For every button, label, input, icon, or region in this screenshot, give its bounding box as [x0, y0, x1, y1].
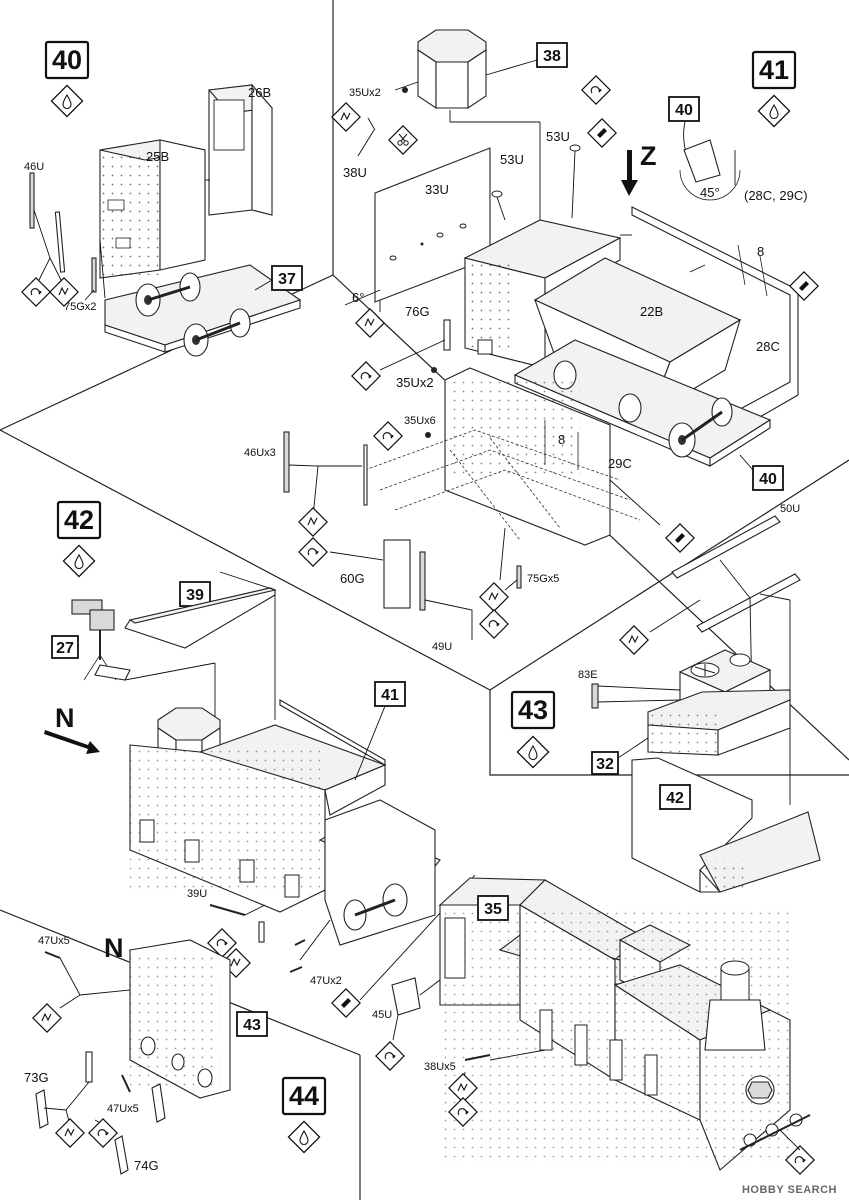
step-43-number: 43 — [518, 695, 548, 725]
ref-27: 27 — [56, 640, 74, 657]
step-44-box: 44 — [281, 1076, 327, 1116]
step-42-box: 42 — [56, 500, 102, 540]
ref-40: 40 — [759, 471, 777, 488]
label-47Ux5-top: 47Ux5 — [38, 935, 70, 947]
wheelset-front — [135, 272, 201, 317]
label-75Gx5: 75Gx5 — [527, 573, 559, 585]
label-46Ux3: 46Ux3 — [244, 447, 276, 459]
step-40-number: 40 — [52, 45, 82, 75]
label-26B: 26B — [248, 85, 271, 100]
view-letter-z: Z — [640, 141, 657, 171]
machine-gun-27 — [71, 599, 131, 681]
view-letter-n-top: N — [55, 703, 75, 733]
label-73G: 73G — [24, 1070, 49, 1085]
wheelset-rear — [183, 308, 251, 357]
label-75Gx2: 75Gx2 — [64, 301, 96, 313]
label-38Ux5: 38Ux5 — [424, 1061, 456, 1073]
step-40-panel: 40 26B 25B — [21, 40, 303, 357]
glue-drop-icon — [757, 94, 791, 128]
ref-41-box: 41 — [374, 681, 406, 707]
roof-32 — [647, 689, 791, 756]
step-42-panel: 42 39 27 N — [44, 500, 476, 1018]
ref-32: 32 — [596, 756, 614, 773]
label-22B: 22B — [640, 304, 663, 319]
assembled-body-41 — [129, 699, 441, 946]
label-35Ux6: 35Ux6 — [404, 415, 436, 427]
ref-37: 37 — [278, 271, 296, 288]
step-41-panel: 41 38 35Ux2 38U 33U — [244, 29, 819, 653]
label-74G: 74G — [134, 1158, 159, 1173]
label-45deg: 45° — [700, 185, 720, 200]
ref-32-box: 32 — [591, 751, 619, 775]
front-plate-43 — [129, 939, 231, 1099]
label-35Ux2: 35Ux2 — [396, 375, 434, 390]
glue-drop-icon — [287, 1120, 321, 1154]
label-35Ux2-top: 35Ux2 — [349, 87, 381, 99]
ref-43-bottom: 43 — [243, 1017, 261, 1034]
part-46U — [29, 172, 35, 229]
label-76G: 76G — [405, 304, 430, 319]
ref-39: 39 — [186, 587, 204, 604]
body-42 — [631, 757, 821, 893]
step-44-number: 44 — [289, 1081, 319, 1111]
ref-35-box: 35 — [477, 895, 509, 921]
label-47Ux5-bottom: 47Ux5 — [107, 1103, 139, 1115]
label-8-mid: 8 — [558, 432, 565, 447]
label-83E: 83E — [578, 669, 598, 681]
ref-39-box: 39 — [179, 581, 211, 607]
ref-41: 41 — [381, 687, 399, 704]
label-28C-29C: (28C, 29C) — [744, 188, 808, 203]
step-42-number: 42 — [64, 505, 94, 535]
label-47Ux2: 47Ux2 — [310, 975, 342, 987]
chassis-37 — [104, 264, 302, 357]
ref-35: 35 — [484, 901, 502, 918]
label-46U: 46U — [24, 161, 44, 173]
ref-27-box: 27 — [51, 635, 79, 659]
label-49U: 49U — [432, 641, 452, 653]
step-44-panel: N 47Ux5 43 44 73G 47Ux5 — [24, 933, 327, 1175]
ref-42-box: 42 — [659, 784, 691, 810]
label-39U: 39U — [187, 888, 207, 900]
watermark: HOBBY SEARCH — [741, 1184, 837, 1196]
label-8-top: 8 — [757, 244, 764, 259]
step-41-box: 41 — [751, 50, 797, 90]
glue-drop-icon — [50, 84, 84, 118]
glue-drop-icon — [62, 544, 96, 578]
label-6deg: 6° — [352, 290, 364, 305]
part-33U: 33U — [374, 147, 491, 303]
part-25B: 25B — [99, 139, 206, 279]
part-26B: 26B — [207, 83, 274, 216]
label-53U-right: 53U — [546, 129, 570, 144]
ref-42: 42 — [666, 790, 684, 807]
step-43-box: 43 — [510, 690, 556, 730]
label-50U: 50U — [780, 503, 800, 515]
ref-43-box: 43 — [236, 1011, 268, 1037]
label-28C: 28C — [756, 339, 780, 354]
label-45U: 45U — [372, 1009, 392, 1021]
label-29C: 29C — [608, 456, 632, 471]
view-letter-n-bottom: N — [104, 933, 124, 963]
ref-40-box: 40 — [752, 465, 784, 491]
ref-40-in-z: 40 — [668, 96, 700, 122]
glue-drop-icon — [516, 735, 550, 769]
grid-guidelines — [364, 429, 641, 541]
ref-40-z: 40 — [675, 102, 693, 119]
label-53U-left: 53U — [500, 152, 524, 167]
part-29C-assembly: 29C 8 — [444, 367, 632, 546]
step-41-number: 41 — [759, 55, 789, 85]
locomotive-assembly: 35 45U 38Ux5 — [372, 877, 815, 1175]
label-25B: 25B — [146, 149, 169, 164]
loco-body — [438, 877, 811, 1171]
label-33U: 33U — [425, 182, 449, 197]
label-60G: 60G — [340, 571, 365, 586]
part-octagon-38 — [417, 29, 487, 110]
ref-37-box: 37 — [271, 265, 303, 291]
step-43-panel: 50U 43 83E — [510, 503, 821, 893]
ref-38-box: 38 — [536, 42, 568, 68]
step-40-box: 40 — [44, 40, 90, 80]
ref-38: 38 — [543, 48, 561, 65]
label-38U: 38U — [343, 165, 367, 180]
